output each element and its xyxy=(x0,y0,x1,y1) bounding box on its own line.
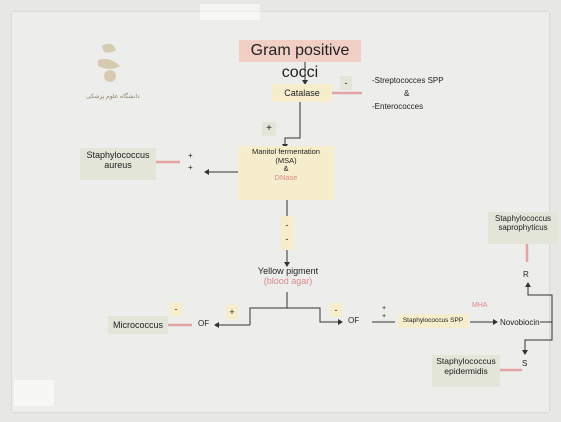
manitol-neg-b: - xyxy=(285,234,289,245)
manitol-line1: Manitol fermentation xyxy=(252,147,320,156)
mha-label: MHA xyxy=(472,302,488,309)
of-left: OF xyxy=(198,319,210,328)
yellow-pigment-box: Yellow pigment (blood agar) xyxy=(244,266,332,292)
of-sign-b: + xyxy=(382,313,387,320)
tape-bottom-left xyxy=(14,380,54,406)
of-sign-a: + xyxy=(382,305,387,312)
micrococcus-sign: - xyxy=(170,302,182,316)
strep-line1: -Streptococces SPP xyxy=(372,76,444,85)
title-box: Gram positive cocci xyxy=(239,40,361,81)
aureus-sign-b: + xyxy=(188,163,193,172)
logo-caption: دانشگاه علوم پزشکی xyxy=(86,94,140,100)
novobiocin-label: Novobiocin xyxy=(500,318,540,327)
catalase-negative-sign: - xyxy=(340,76,352,90)
manitol-line2: (MSA) xyxy=(275,155,297,165)
yellow-positive-sign: + xyxy=(226,305,238,319)
manitol-line3: & xyxy=(283,164,289,174)
manitol-negative-signs: - - xyxy=(280,216,294,250)
epi-line1: Staphylococcus xyxy=(436,356,496,366)
manitol-neg-a: - xyxy=(285,220,289,230)
catalase-positive-sign: + xyxy=(262,122,276,136)
aureus-line2: aureus xyxy=(104,160,132,171)
strep-line3: -Enterococces xyxy=(372,102,424,111)
of-right: OF xyxy=(348,316,360,325)
catalase-box: Catalase xyxy=(272,84,332,102)
university-logo xyxy=(80,38,140,98)
sapro-line2: saprophyticus xyxy=(498,223,548,233)
r-label: R xyxy=(523,270,529,279)
aureus-sign-a: + xyxy=(188,151,193,160)
yellow-line2: (blood agar) xyxy=(263,276,313,287)
aureus-box: Staphylococcus aureus xyxy=(80,148,156,180)
strep-line2: & xyxy=(404,89,410,98)
yellow-negative-sign: - xyxy=(330,303,342,317)
yellow-line1: Yellow pigment xyxy=(257,266,319,276)
poster xyxy=(12,12,549,412)
tape-top xyxy=(200,4,260,20)
epidermidis-box: Staphylococcus epidermidis xyxy=(432,355,500,387)
aureus-line1: Staphylococcus xyxy=(86,150,150,160)
epi-line2: epidermidis xyxy=(444,365,488,376)
sapro-line1: Staphylococcus xyxy=(494,214,552,223)
micrococcus-box: Micrococcus xyxy=(108,316,168,334)
manitol-line4: DNase xyxy=(274,172,298,182)
staph-spp-box: Staphylococcus SPP xyxy=(398,314,468,328)
saprophyticus-box: Staphylococcus saprophyticus xyxy=(488,212,558,244)
manitol-box: Manitol fermentation (MSA) & DNase xyxy=(238,146,334,200)
s-label: S xyxy=(522,359,528,368)
